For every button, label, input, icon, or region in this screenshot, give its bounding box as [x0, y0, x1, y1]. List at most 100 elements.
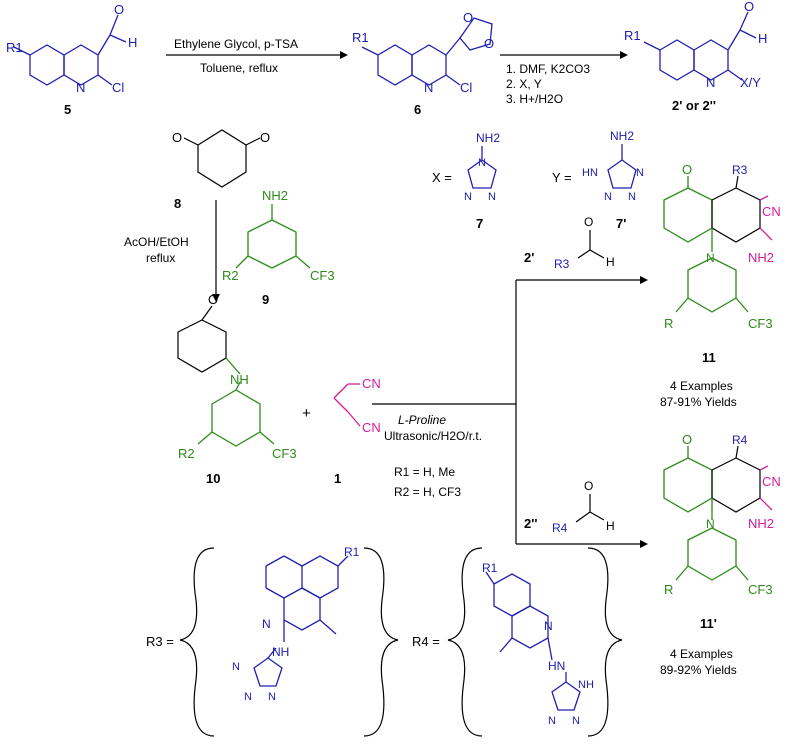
r3-substituent-structure [253, 555, 349, 687]
compound-9-label: 9 [262, 292, 269, 307]
branch-bottom-label: 2'' [524, 516, 537, 531]
oxygen-label: O [584, 479, 593, 493]
r4-bracket-right [587, 547, 623, 737]
r3-bracket-left [179, 547, 215, 737]
compound-6-structure [361, 17, 493, 86]
r4-substituent-structure [485, 571, 581, 711]
oxygen-label: O [484, 36, 494, 51]
hn-label: HN [548, 659, 565, 673]
nitrogen-label: N [424, 80, 433, 95]
compound-9-structure [235, 204, 311, 269]
plus-sign: + [302, 405, 311, 422]
nitrogen-label: N [262, 617, 271, 631]
hydrogen-label: H [606, 255, 615, 269]
oxygen-label: O [744, 0, 754, 14]
branch-top-label: 2' [524, 250, 534, 265]
x-definition-label: X = [432, 170, 452, 185]
nh2-label: NH2 [262, 188, 288, 203]
nitrogen-label: N [604, 191, 612, 203]
r1-label: R1 [344, 545, 360, 559]
nh-label: NH [578, 679, 594, 691]
nitrogen-label: N [548, 715, 556, 727]
r1-label: R1 [482, 561, 498, 575]
cn-label: CN [762, 204, 781, 219]
oxygen-label: O [114, 2, 124, 17]
nitrogen-label: N [572, 715, 580, 727]
oxygen-label: O [172, 130, 182, 145]
step3-condition: reflux [146, 251, 175, 265]
product-11p-structure [663, 445, 773, 581]
step2-reagent-1: 1. DMF, K2CO3 [506, 62, 590, 76]
step1-reagent: Ethylene Glycol, p-TSA [174, 37, 298, 51]
chlorine-label: Cl [112, 80, 124, 95]
compound-6-label: 6 [414, 102, 421, 117]
nitrogen-label: N [706, 75, 715, 90]
nitrogen-label: N [268, 691, 276, 703]
aldehyde-r4-structure [575, 494, 605, 523]
r3-label: R3 [732, 163, 748, 177]
compound-10-label: 10 [206, 471, 220, 486]
nh-label: NH [230, 372, 249, 387]
r3-label: R3 [554, 257, 570, 271]
step1-solvent: Toluene, reflux [200, 61, 278, 75]
compound-1-structure [333, 383, 361, 427]
r3-definition-label: R3 = [146, 634, 174, 649]
step3-reagent: AcOH/EtOH [124, 235, 189, 249]
r4-label: R4 [552, 521, 568, 535]
product-11-examples: 4 Examples [670, 379, 733, 393]
cf3-label: CF3 [748, 316, 773, 331]
chlorine-label: Cl [460, 80, 472, 95]
oxygen-label: O [584, 215, 593, 229]
hydrogen-label: H [758, 31, 767, 46]
nitrogen-label: N [544, 619, 553, 633]
r4-label: R4 [732, 433, 748, 447]
nitrogen-label: N [464, 191, 472, 203]
nitrogen-label: N [478, 157, 486, 169]
r2-definition: R2 = H, CF3 [394, 485, 461, 499]
compound-5-structure [13, 14, 127, 86]
step2-reagent-3: 3. H+/H2O [506, 92, 563, 106]
oxygen-label: O [463, 10, 473, 25]
r1-label: R1 [352, 30, 369, 45]
r4-definition-label: R4 = [412, 634, 440, 649]
r2-label: R2 [178, 446, 195, 461]
compound-10-structure [177, 305, 275, 447]
compound-7-label: 7 [476, 216, 483, 231]
product-11p-yields: 89-92% Yields [660, 663, 737, 677]
compound-8-structure [183, 129, 261, 188]
nh2-label: NH2 [748, 516, 774, 531]
aminotriazole-structure [467, 146, 497, 189]
product-11p-examples: 4 Examples [670, 647, 733, 661]
r4-bracket-left [447, 547, 483, 737]
y-definition-label: Y = [552, 170, 572, 185]
aminotetrazole-structure [607, 144, 637, 189]
nitrogen-label: N [488, 191, 496, 203]
product-11-structure [663, 175, 773, 313]
compound-5-label: 5 [64, 102, 71, 117]
compound-2-structure [643, 11, 757, 81]
r1-definition: R1 = H, Me [394, 465, 455, 479]
hydrogen-label: H [606, 519, 615, 533]
nitrogen-label: N [244, 691, 252, 703]
hn-label: HN [582, 167, 598, 179]
conditions-label: Ultrasonic/H2O/r.t. [384, 429, 482, 443]
r-label: R [664, 316, 673, 331]
r1-label: R1 [6, 40, 23, 55]
oxygen-label: O [682, 162, 692, 177]
compound-2-label: 2' or 2'' [672, 98, 716, 113]
cf3-label: CF3 [748, 582, 773, 597]
product-11p-label: 11' [700, 616, 717, 631]
cn-label: CN [362, 376, 381, 391]
nh2-label: NH2 [476, 131, 500, 145]
compound-7p-label: 7' [616, 216, 626, 231]
r-label: R [664, 582, 673, 597]
compound-1-label: 1 [334, 471, 341, 486]
r1-label: R1 [624, 28, 641, 43]
nitrogen-label: N [706, 517, 715, 531]
nh-label: NH [272, 645, 289, 659]
nitrogen-label: N [76, 80, 85, 95]
oxygen-label: O [260, 130, 270, 145]
cn-label: CN [762, 474, 781, 489]
nitrogen-label: N [232, 661, 240, 673]
nitrogen-label: N [706, 251, 715, 265]
